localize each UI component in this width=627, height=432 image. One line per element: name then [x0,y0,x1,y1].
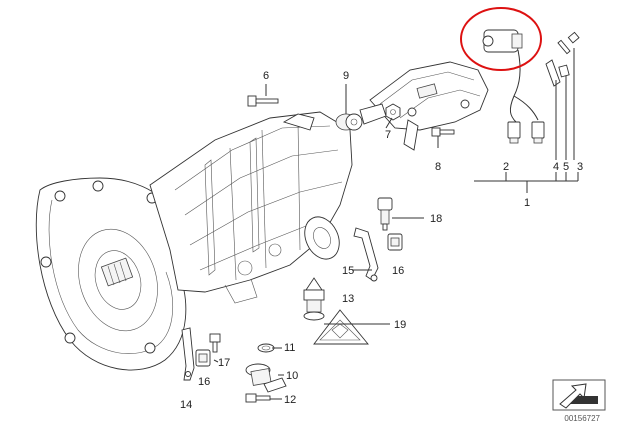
bracket-part-15 [353,227,379,282]
bolt-part-8 [431,127,455,137]
triangle-part-19 [313,309,369,345]
label-16-lower: 16 [198,376,210,388]
sensor-part-13 [303,277,325,321]
sensor-part-18 [377,197,393,231]
shift-housing [359,61,489,151]
label-16-upper: 16 [392,265,404,277]
label-8: 8 [435,161,441,173]
label-3: 3 [577,161,583,173]
label-10: 10 [286,370,298,382]
label-17: 17 [218,357,230,369]
bolt-part-12 [245,393,271,403]
bracket-part-14 [181,327,195,381]
label-15: 15 [342,265,354,277]
label-5: 5 [563,161,569,173]
screw-part-17 [209,333,221,353]
label-1: 1 [524,197,530,209]
nut-part-7 [385,103,401,121]
label-14: 14 [180,399,192,411]
leader-lines [213,48,579,400]
bolt-part-6 [247,95,279,107]
label-2: 2 [503,161,509,173]
direction-arrow-box [552,379,606,411]
diagram-code: 00156727 [564,414,600,423]
sensor-with-harness-part-2 [482,29,545,144]
transmission-housing [35,111,353,371]
part-labels: 6 9 7 8 2 4 5 3 1 18 15 16 13 19 11 10 1… [180,70,583,411]
label-4: 4 [553,161,559,173]
bolt-part-3 [557,31,580,55]
label-19: 19 [394,319,406,331]
label-7: 7 [385,129,391,141]
ring-part-11 [257,343,275,353]
connector-part-16-upper [387,233,403,251]
label-12: 12 [284,394,296,406]
highlight-circle [460,7,542,71]
clip-part-5 [558,64,570,78]
bracket-part-4 [545,59,561,87]
label-9: 9 [343,70,349,82]
connector-part-16-lower [195,349,211,367]
label-11: 11 [284,342,295,354]
label-18: 18 [430,213,442,225]
label-13: 13 [342,293,354,305]
bushing-part-9 [335,113,363,131]
label-6: 6 [263,70,269,82]
sensor-part-10 [245,363,287,393]
